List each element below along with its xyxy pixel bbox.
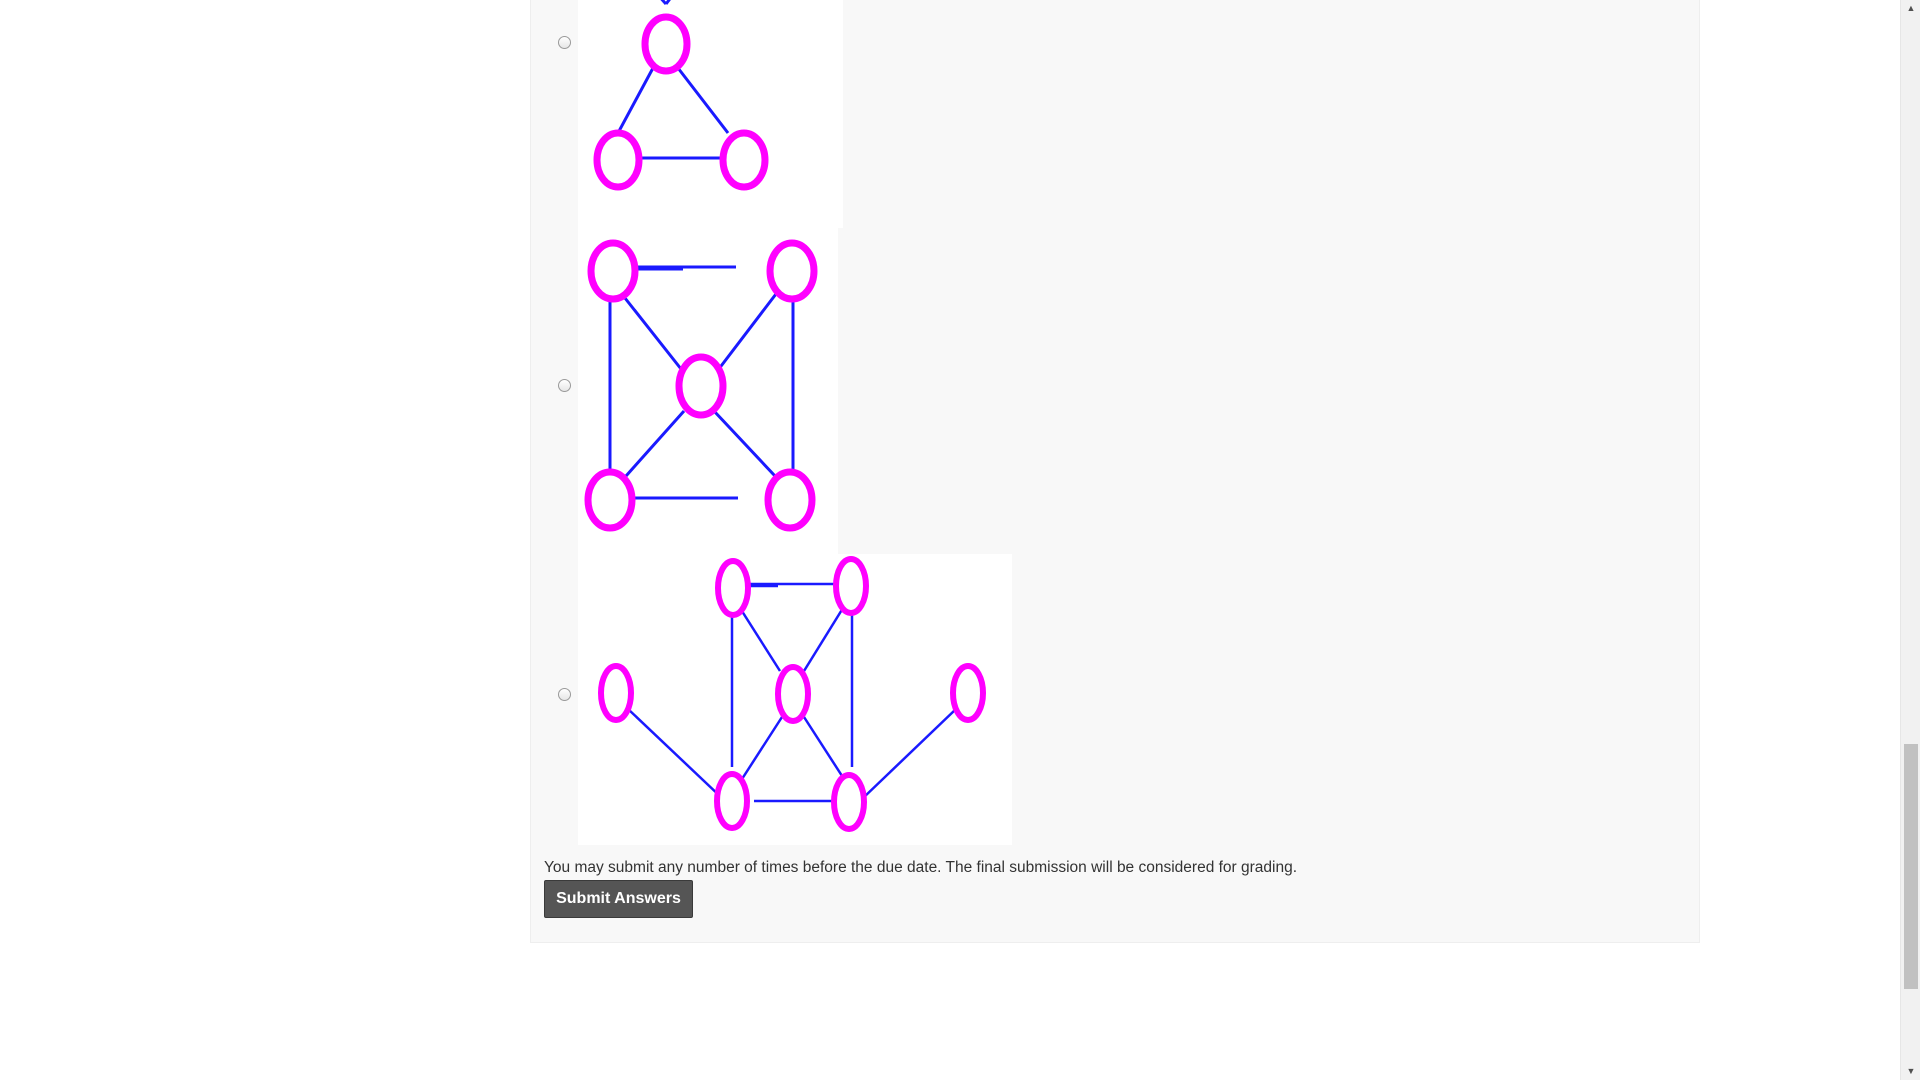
graph-3-edge (802, 716, 846, 780)
graph-1-edge (676, 67, 730, 134)
graph-2-edge (713, 289, 781, 375)
graph-3-node (831, 772, 867, 832)
graph-2-node (587, 239, 639, 303)
graph-2-node (584, 468, 636, 532)
graph-1-edge (616, 67, 655, 134)
graph-2-edge (624, 410, 686, 477)
option-3-graph-image (578, 554, 1012, 845)
triangle-down-icon[interactable]: ▼ (1906, 1066, 1916, 1076)
graph-1-svg (593, 0, 769, 191)
graph-3-edge (740, 716, 784, 780)
submit-answers-button[interactable]: Submit Answers (544, 880, 693, 918)
triangle-up-icon[interactable]: ▲ (1906, 3, 1916, 13)
graph-1-node (641, 13, 691, 75)
graph-2-edge (712, 409, 777, 478)
graph-2-node (764, 468, 816, 532)
graph-2-node (766, 239, 818, 303)
graph-2-node (675, 353, 727, 419)
graph-3-node (775, 664, 811, 724)
graph-3-svg (598, 556, 986, 832)
option-2-radio[interactable] (558, 379, 571, 392)
graph-3-node (950, 663, 986, 723)
graph-3-node (598, 663, 634, 723)
graph-1-node (593, 129, 643, 191)
graph-2-edge (619, 292, 687, 375)
question-panel: You may submit any number of times befor… (530, 0, 1700, 943)
vertical-scrollbar[interactable]: ▲ ▼ (1900, 0, 1920, 1080)
option-1-graph-image (578, 0, 843, 228)
graph-1-edge (660, 0, 668, 6)
graph-3-edge (627, 708, 724, 800)
graph-3-node (715, 558, 751, 618)
graph-3-edge (861, 708, 957, 800)
option-1-radio[interactable] (558, 36, 571, 49)
graph-1-node (719, 129, 769, 191)
graph-3-edge (738, 607, 782, 672)
graph-3-node (833, 556, 869, 616)
graph-1-edge (664, 0, 671, 5)
graph-3-edge (802, 607, 845, 672)
option-3-radio[interactable] (558, 688, 571, 701)
submission-note: You may submit any number of times befor… (544, 859, 1298, 876)
graph-3-node (714, 771, 750, 831)
graph-2-svg (584, 239, 818, 532)
scrollbar-thumb[interactable] (1904, 744, 1918, 989)
option-2-graph-image (578, 228, 838, 554)
